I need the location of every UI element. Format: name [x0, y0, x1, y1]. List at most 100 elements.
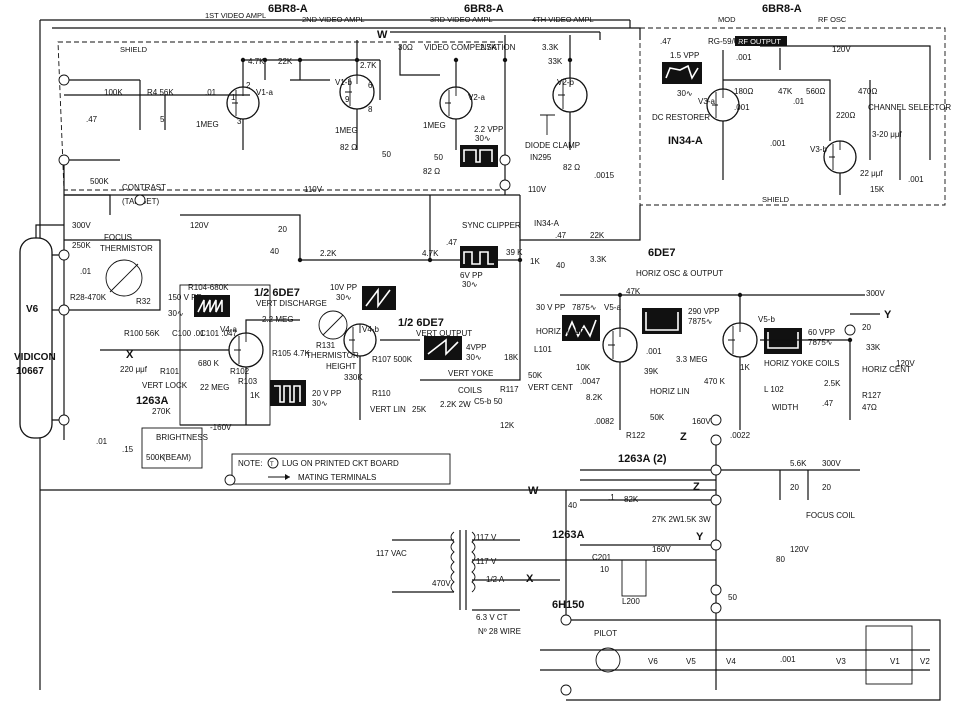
tube1263b-label: 1263A — [552, 529, 584, 541]
hz30f-label: 30∿ — [312, 399, 328, 408]
v4-type-label: 1/2 6DE7 — [254, 287, 300, 299]
terminal-lug — [58, 304, 70, 316]
r470-label: 470Ω — [858, 87, 877, 96]
r27k-label: 2.7K — [360, 61, 377, 70]
imeg2-label: 1MEG — [335, 126, 358, 135]
scope-trace-150vpp — [194, 295, 230, 317]
c01-label: .01 — [205, 88, 217, 97]
v120d-label: 120V — [790, 545, 809, 554]
in34a-sync-label: IN34-A — [534, 219, 560, 228]
v300b-label: 300V — [866, 289, 885, 298]
r33k4-label: 33K — [866, 343, 881, 352]
v300c-label: 300V — [822, 459, 841, 468]
sync-clipper-section: 120V 20 40 2.2K SYNC CLIPPER 4.7K .47 6V… — [190, 195, 607, 289]
r101-label: R101 — [160, 367, 180, 376]
focus-coil-label: FOCUS COIL — [806, 511, 855, 520]
r220-label: 220Ω — [836, 111, 855, 120]
y2-terminal-label: Y — [696, 531, 704, 543]
v160b-label: 160V — [692, 417, 711, 426]
r102-label: R102 — [230, 367, 250, 376]
second-video-ampl-label: 2ND VIDEO AMPL — [302, 15, 365, 24]
c100-label: C100 .01 — [172, 329, 205, 338]
channel-selector-label: CHANNEL SELECTOR — [868, 103, 951, 112]
v6-label: V6 — [26, 304, 39, 315]
w2-terminal-label: W — [528, 485, 539, 497]
horiz-osc-label: HORIZ OSC & OUTPUT — [636, 269, 723, 278]
r39-label: 39 K — [506, 248, 523, 257]
c50b-label: 50 — [434, 153, 443, 162]
terminal-lug — [710, 414, 722, 426]
dc-restorer-label: DC RESTORER — [652, 113, 710, 122]
svg-text:1: 1 — [231, 93, 236, 102]
vpp150-label: 150 V PP — [168, 293, 202, 302]
terminal-lug — [58, 74, 70, 86]
v160c-label: 160V — [652, 545, 671, 554]
v2-video-amp-stage: 6BR8-A 3RD VIDEO AMPL 4TH VIDEO AMPL W V… — [377, 3, 615, 195]
r25k2-label: 2.5K — [824, 379, 841, 388]
video-compensation-label: VIDEO COMPENSATION — [424, 43, 516, 52]
rf-output-box — [735, 36, 787, 46]
c0082-label: .0082 — [594, 417, 615, 426]
r22meg2-label: 22 MEG — [200, 383, 229, 392]
r33k3-label: 3.3K — [590, 255, 607, 264]
vidicon-label: VIDICON — [14, 352, 56, 363]
terminal-lug — [560, 614, 572, 626]
r50k-label: 50K — [528, 371, 543, 380]
hz30-label: 30∿ — [475, 134, 491, 143]
hz7875-label: 7875∿ — [572, 303, 597, 312]
junction-dot — [567, 57, 573, 63]
junction-dot — [354, 57, 360, 63]
c5-label: 5 — [160, 115, 165, 124]
r127-label: R127 — [862, 391, 882, 400]
v5-label: V5 — [686, 657, 696, 666]
junction-dot — [453, 57, 459, 63]
v110-label: 110V — [304, 185, 323, 194]
vpp4-label: 4VPP — [466, 343, 486, 352]
c20d-label: 20 — [822, 483, 831, 492]
c001d-label: .001 — [736, 53, 752, 62]
r33k2-label: 33K — [548, 57, 563, 66]
hz30g-label: 30∿ — [466, 353, 482, 362]
r110-label: R110 — [372, 389, 391, 398]
contrast-label: CONTRAST — [122, 183, 166, 192]
v4-label: V4 — [726, 657, 736, 666]
terminal-lug — [710, 584, 722, 596]
pilot-label: PILOT — [594, 629, 617, 638]
c001-label: .001 — [734, 103, 750, 112]
vpp15-label: 1.5 VPP — [670, 51, 699, 60]
c0015-label: .0015 — [594, 171, 615, 180]
c15-label: .15 — [122, 445, 134, 454]
vpp60-label: 60 VPP — [808, 328, 835, 337]
y-terminal-label: Y — [884, 309, 892, 321]
r32-label: R32 — [136, 297, 151, 306]
c01c-label: .01 — [80, 267, 92, 276]
c40-label: 40 — [270, 247, 279, 256]
r1k2-label: 1K — [250, 391, 260, 400]
r22k-b-label: 2.2K — [320, 249, 337, 258]
wire-label: Nº 28 WIRE — [478, 627, 521, 636]
rg59u-label: RG-59/U — [708, 37, 740, 46]
vert-lock-label: VERT LOCK — [142, 381, 188, 390]
c20b-label: 20 — [862, 323, 871, 332]
rf-osc-label: RF OSC — [818, 15, 847, 24]
junction-dot — [240, 57, 246, 63]
z-terminal-label: Z — [680, 431, 687, 443]
c201-label: C201 — [592, 553, 612, 562]
junction-dot — [297, 57, 303, 63]
svg-text:9: 9 — [345, 95, 350, 104]
r33meg-label: 3.3 MEG — [676, 355, 708, 364]
junction-dot — [847, 337, 853, 343]
legend-note: NOTE: T LUG ON PRINTED CKT BOARD MATING … — [231, 453, 451, 485]
terminal-lug — [560, 684, 572, 696]
r680k-label: 680 K — [198, 359, 220, 368]
c80-label: 80 — [776, 555, 785, 564]
terminal-lug — [499, 179, 511, 191]
c47-label: .47 — [86, 115, 98, 124]
c001b-label: .001 — [770, 139, 786, 148]
c47d-label: .47 — [822, 399, 834, 408]
v300-label: 300V — [72, 221, 91, 230]
r10k-label: 10K — [576, 363, 591, 372]
horiz-yoke-coils-label: HORIZ YOKE COILS — [764, 359, 839, 368]
r33k-label: 3.3K — [542, 43, 559, 52]
